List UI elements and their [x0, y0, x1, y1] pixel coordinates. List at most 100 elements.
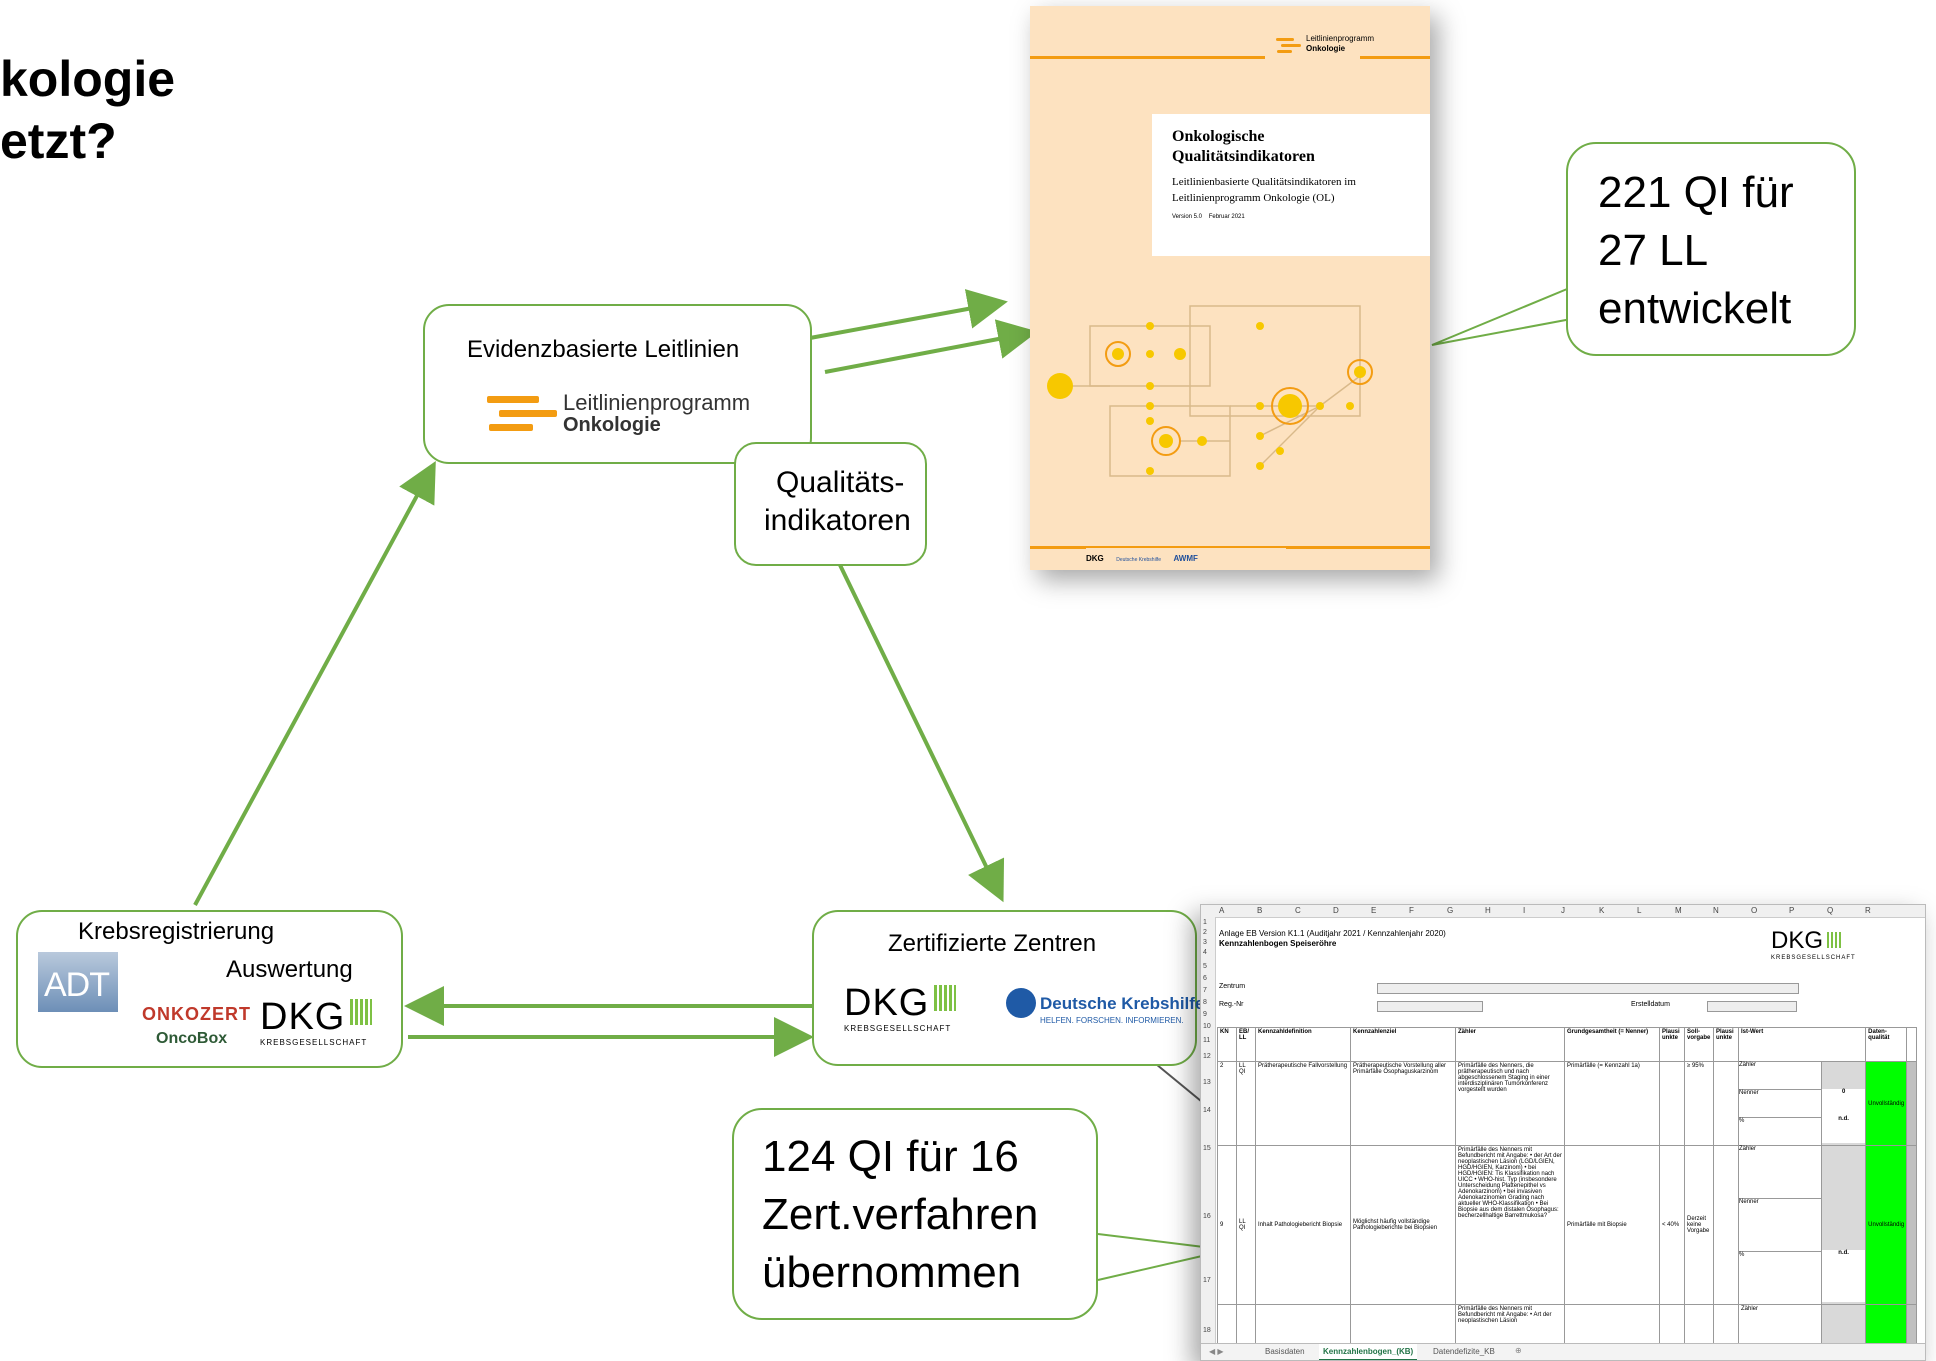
- cover-top-line-right: [1360, 56, 1430, 59]
- ss-r1-ll: LL QI: [1236, 1061, 1256, 1146]
- ss-dkg-sub: KREBSGESELLSCHAFT: [1771, 955, 1856, 961]
- ss-row-number[interactable]: 17: [1203, 1277, 1211, 1284]
- ss-tab-kennzahlenbogen[interactable]: Kennzahlenbogen_(KB): [1319, 1344, 1418, 1360]
- ss-col-letter[interactable]: I: [1523, 906, 1526, 915]
- cover-logo-line1: Leitlinienprogramm: [1306, 34, 1375, 43]
- ss-r1-ist-zaehler: [1822, 1062, 1865, 1089]
- ss-r2-soll: Derzeit keine Vorgabe: [1684, 1145, 1714, 1305]
- ss-col-letter[interactable]: A: [1219, 906, 1225, 915]
- ss-col-letter[interactable]: F: [1409, 906, 1414, 915]
- ss-row-number[interactable]: 15: [1203, 1145, 1211, 1152]
- ss-r2-ist-label-nenner: Nenner: [1739, 1198, 1822, 1251]
- ss-col-letter[interactable]: O: [1751, 906, 1758, 915]
- onkozert-logo: ONKOZERT: [142, 1004, 251, 1024]
- ss-row-number[interactable]: 3: [1203, 939, 1207, 946]
- ss-tab-datendefizite[interactable]: Datendefizite_KB: [1433, 1347, 1495, 1356]
- ss-r2-ziel: Möglichst häufig vollständige Pathologie…: [1350, 1145, 1456, 1305]
- ss-r3-def: [1255, 1304, 1351, 1345]
- ss-th-gray: [1906, 1027, 1917, 1062]
- callout-bottom: 124 QI für 16 Zert.verfahren übernommen: [732, 1108, 1098, 1320]
- node-qualitaetsindikatoren: Qualitäts- indikatoren: [734, 442, 927, 566]
- callout-bottom-line1: 124 QI für 16: [762, 1132, 1019, 1181]
- ss-header-line1: Anlage EB Version K1.1 (Auditjahr 2021 /…: [1219, 929, 1446, 938]
- ss-col-letter[interactable]: Q: [1827, 906, 1834, 915]
- ss-tab-basisdaten[interactable]: Basisdaten: [1265, 1347, 1305, 1356]
- ss-r3-zaehler: Primärfälle des Nenners mit Befundberich…: [1455, 1304, 1565, 1345]
- logo-text-line1: Leitlinienprogramm: [563, 390, 751, 415]
- ss-r3-plausi2: [1713, 1304, 1739, 1345]
- zentren-dkg-text: DKG: [844, 982, 930, 1024]
- cover-title-line1: Onkologische: [1172, 128, 1265, 145]
- ss-tab-add-icon[interactable]: ⊕: [1515, 1346, 1522, 1355]
- callout-top-line1: 221 QI für: [1598, 168, 1794, 217]
- ss-col-letter[interactable]: B: [1257, 906, 1263, 915]
- ss-row-number[interactable]: 16: [1203, 1213, 1211, 1220]
- ss-col-letter[interactable]: E: [1371, 906, 1377, 915]
- ss-kennzahlen-table: KN EB/ LL Kennzahldefinition Kennzahlenz…: [1217, 1027, 1917, 1345]
- ss-col-letter[interactable]: J: [1561, 906, 1565, 915]
- ss-col-letter[interactable]: L: [1637, 906, 1642, 915]
- ss-col-letter[interactable]: D: [1333, 906, 1339, 915]
- ss-th-ebll: EB/ LL: [1236, 1027, 1256, 1062]
- ss-zentrum-field: [1377, 983, 1799, 994]
- ss-col-letter[interactable]: H: [1485, 906, 1491, 915]
- ss-row-number[interactable]: 11: [1203, 1037, 1211, 1044]
- ss-r1-ziel: Prätherapeutische Vorstellung aller Prim…: [1350, 1061, 1456, 1146]
- ss-th-def: Kennzahldefinition: [1255, 1027, 1351, 1062]
- ss-r1-ist-pct: n.d.: [1822, 1116, 1866, 1143]
- ss-row-number[interactable]: 6: [1203, 975, 1207, 982]
- ss-r3-kn: [1217, 1304, 1237, 1345]
- ss-row-number[interactable]: 9: [1203, 1011, 1207, 1018]
- slide-title-line2: etzt?: [0, 113, 117, 169]
- ss-col-letter[interactable]: P: [1789, 906, 1795, 915]
- ss-th-plausi2: Plausi unkte: [1713, 1027, 1739, 1062]
- ss-row-number[interactable]: 18: [1203, 1327, 1211, 1334]
- slide-title-line1: kologie: [0, 51, 176, 107]
- leitlinien-logo: Leitlinienprogramm Onkologie: [487, 390, 787, 438]
- ss-col-letter[interactable]: G: [1447, 906, 1454, 915]
- logo-bar-2: [499, 410, 557, 417]
- arrow-register-to-leitlinien: [193, 460, 436, 906]
- ss-col-letter[interactable]: C: [1295, 906, 1301, 915]
- cover-title-line2: Qualitätsindikatoren: [1172, 148, 1315, 165]
- ss-row-number[interactable]: 8: [1203, 999, 1207, 1006]
- ss-dkg-logo: DKG: [1771, 927, 1842, 955]
- zentren-dkg-dots-icon: [933, 985, 956, 1011]
- ss-r1-def: Prätherapeutische Fallvorstellung: [1255, 1061, 1351, 1146]
- krebshilfe-text: Deutsche Krebshilfe: [1040, 994, 1205, 1013]
- register-dkg-text: DKG: [260, 996, 346, 1038]
- ss-row-partial: Primärfälle des Nenners mit Befundberich…: [1217, 1304, 1917, 1345]
- ss-row-number[interactable]: 5: [1203, 963, 1207, 970]
- ss-r1-nenner: Primärfälle (= Kennzahl 1a): [1564, 1061, 1660, 1146]
- zentren-dkg-sub: KREBSGESELLSCHAFT: [844, 1024, 952, 1033]
- ss-r2-ist-zaehler: [1822, 1146, 1865, 1198]
- callout-top-pointer: [1431, 281, 1599, 346]
- logo-text-line2: Onkologie: [563, 414, 661, 436]
- cover-version: Version 5.0 Februar 2021: [1172, 214, 1245, 220]
- qi-label-line2: indikatoren: [764, 504, 911, 537]
- ss-row-number[interactable]: 12: [1203, 1053, 1211, 1060]
- callout-bottom-line3: übernommen: [762, 1248, 1022, 1297]
- ss-row-number[interactable]: 4: [1203, 949, 1207, 956]
- ss-row-number[interactable]: 7: [1203, 987, 1207, 994]
- ss-erstelldatum-label: Erstelldatum: [1631, 1001, 1670, 1008]
- ss-row-number[interactable]: 1: [1203, 919, 1207, 926]
- ss-th-quality: Daten-qualität: [1865, 1027, 1908, 1062]
- ss-row-number[interactable]: 10: [1203, 1023, 1211, 1030]
- ss-row-number[interactable]: 2: [1203, 929, 1207, 936]
- ss-row-kn2: 2 LL QI Prätherapeutische Fallvorstellun…: [1217, 1061, 1917, 1146]
- ss-th-nenner: Grundgesamtheit (= Nenner): [1564, 1027, 1660, 1062]
- ss-col-letter[interactable]: K: [1599, 906, 1605, 915]
- ss-row-number[interactable]: 14: [1203, 1107, 1211, 1114]
- ss-r2-plausi: < 40%: [1659, 1145, 1685, 1305]
- ss-r2-quality: Unvollständig: [1865, 1145, 1908, 1305]
- ss-tab-nav-icon[interactable]: ◀ ▶: [1209, 1347, 1224, 1356]
- ss-col-letter[interactable]: R: [1865, 906, 1871, 915]
- ss-row-number[interactable]: 13: [1203, 1079, 1211, 1086]
- ss-col-letter[interactable]: N: [1713, 906, 1719, 915]
- ss-col-letter[interactable]: M: [1675, 906, 1682, 915]
- register-label-auswertung: Auswertung: [226, 956, 353, 983]
- ss-r3-quality: [1865, 1304, 1908, 1345]
- cover-logo: Leitlinienprogramm Onkologie: [1276, 34, 1426, 64]
- ss-th-ist: Ist-Wert: [1737, 1027, 1867, 1062]
